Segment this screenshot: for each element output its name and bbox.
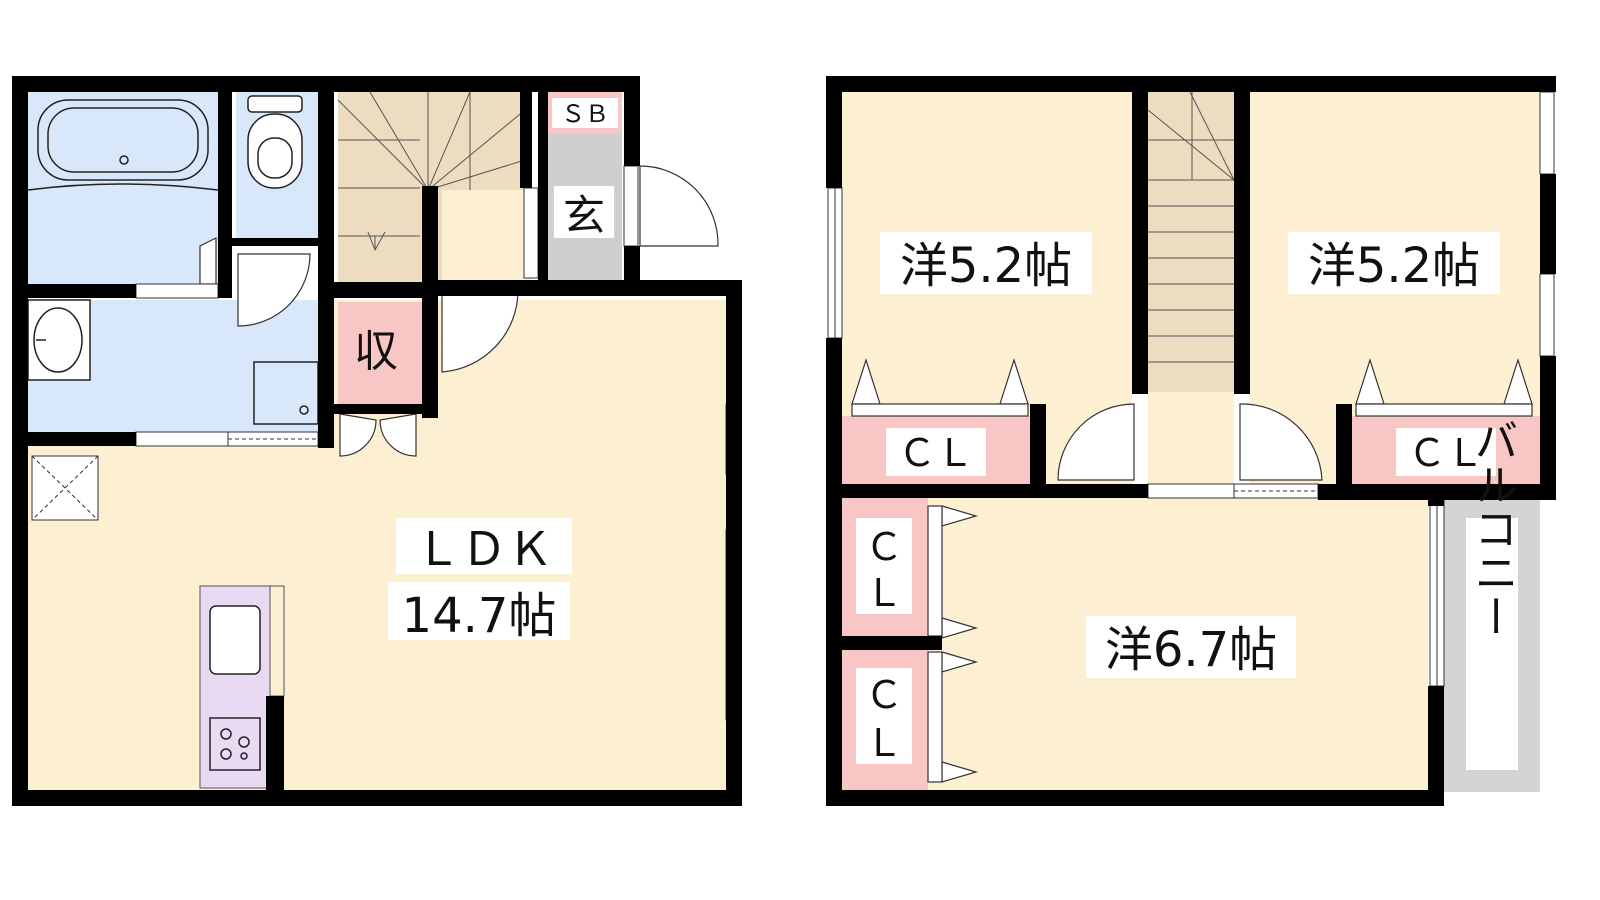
ldk-label: ＬＤＫ <box>415 522 553 576</box>
door-swings-2f <box>1057 403 1323 481</box>
ldk-area-main <box>28 450 740 790</box>
west2-label: 洋5.2帖 <box>1308 238 1480 294</box>
kitchen-sink <box>209 605 261 675</box>
bathtub <box>27 99 219 191</box>
closet1-label: ＣＬ <box>898 431 974 475</box>
ldk-size-label: 14.7帖 <box>402 588 557 644</box>
stair-lines <box>337 91 526 252</box>
shoe-box-label: ＳＢ <box>561 100 609 128</box>
toilet <box>247 95 303 189</box>
storage-area-top <box>338 302 426 414</box>
stair2-lines <box>1147 91 1235 363</box>
door-swings-1f <box>199 165 719 457</box>
labels-2f: 洋5.2帖 洋5.2帖 洋6.7帖 ＣＬ ＣＬ Ｃ Ｌ Ｃ Ｌ バルコニー <box>856 232 1518 770</box>
hall-area <box>442 190 532 290</box>
walls-2f <box>826 76 1556 806</box>
washing-machine-drain <box>299 405 309 415</box>
entrance-label: 玄 <box>563 191 605 240</box>
west3-label: 洋6.7帖 <box>1105 622 1277 678</box>
west1-label: 洋5.2帖 <box>900 238 1072 294</box>
floor-hatch-icon <box>31 455 99 521</box>
walls-1f <box>12 76 742 806</box>
storage-label: 収 <box>354 326 398 377</box>
closet3-label-l: Ｌ <box>865 571 903 615</box>
closet4-label-c: Ｃ <box>865 673 903 717</box>
closet3-label-c: Ｃ <box>865 525 903 569</box>
first-floor: ＬＤＫ 14.7帖 収 玄 ＳＢ <box>12 76 742 806</box>
washbasin <box>27 299 91 381</box>
labels-1f: ＬＤＫ 14.7帖 収 玄 ＳＢ <box>354 98 618 644</box>
stove-icon <box>209 717 261 771</box>
closet2-label: ＣＬ <box>1408 431 1484 475</box>
closet4-label-l: Ｌ <box>865 721 903 765</box>
bath-area <box>28 92 218 284</box>
windows-2f <box>827 91 1555 687</box>
closet-hinges <box>851 358 1533 783</box>
stair2-area <box>1148 92 1234 392</box>
hall2-area <box>1148 392 1234 492</box>
balcony-label: バルコニー <box>1467 418 1518 638</box>
kitchen-counter-edge <box>269 585 285 697</box>
second-floor: 洋5.2帖 洋5.2帖 洋6.7帖 ＣＬ ＣＬ Ｃ Ｌ Ｃ Ｌ バルコニー <box>826 76 1556 806</box>
